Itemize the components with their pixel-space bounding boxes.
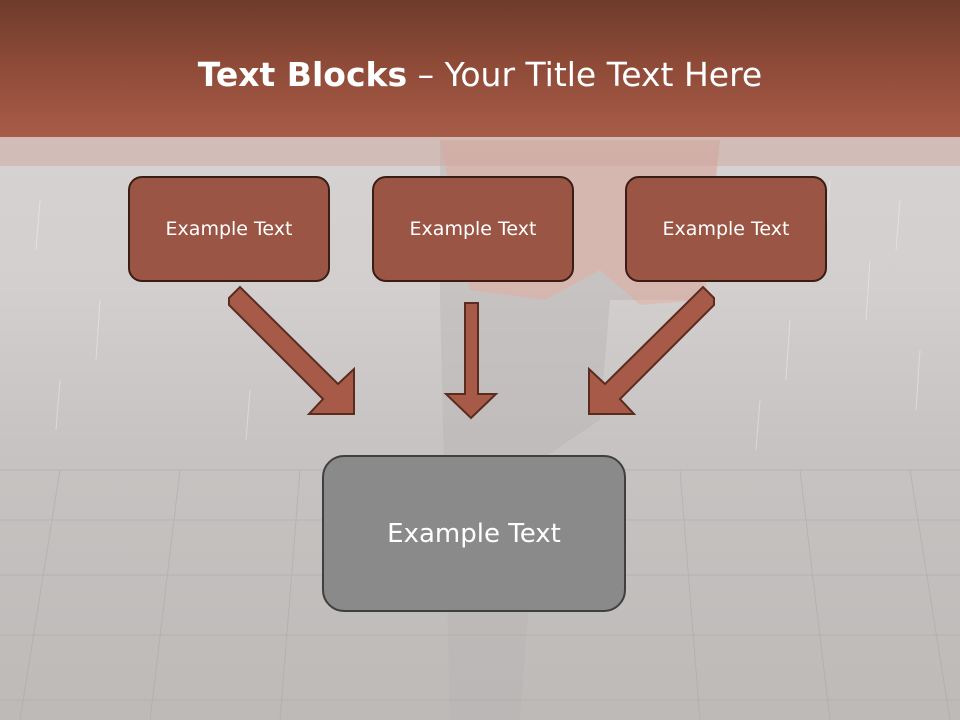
slide-title[interactable]: Text Blocks – Your Title Text Here (0, 52, 960, 98)
arrow-right-icon[interactable] (588, 285, 715, 415)
title-rest: Your Title Text Here (444, 55, 763, 94)
text-block-left-label: Example Text (165, 218, 293, 240)
arrow-down-icon[interactable] (443, 302, 499, 420)
arrow-left-icon[interactable] (228, 285, 355, 415)
title-accent-strip (0, 137, 960, 166)
title-separator: – (407, 55, 445, 94)
text-block-bottom-label: Example Text (387, 518, 561, 549)
title-bold: Text Blocks (197, 55, 408, 94)
text-block-right[interactable]: Example Text (625, 176, 827, 282)
text-block-right-label: Example Text (662, 218, 790, 240)
title-bar (0, 0, 960, 137)
text-block-left[interactable]: Example Text (128, 176, 330, 282)
text-block-bottom[interactable]: Example Text (322, 455, 626, 612)
text-block-middle-label: Example Text (409, 218, 537, 240)
text-block-middle[interactable]: Example Text (372, 176, 574, 282)
